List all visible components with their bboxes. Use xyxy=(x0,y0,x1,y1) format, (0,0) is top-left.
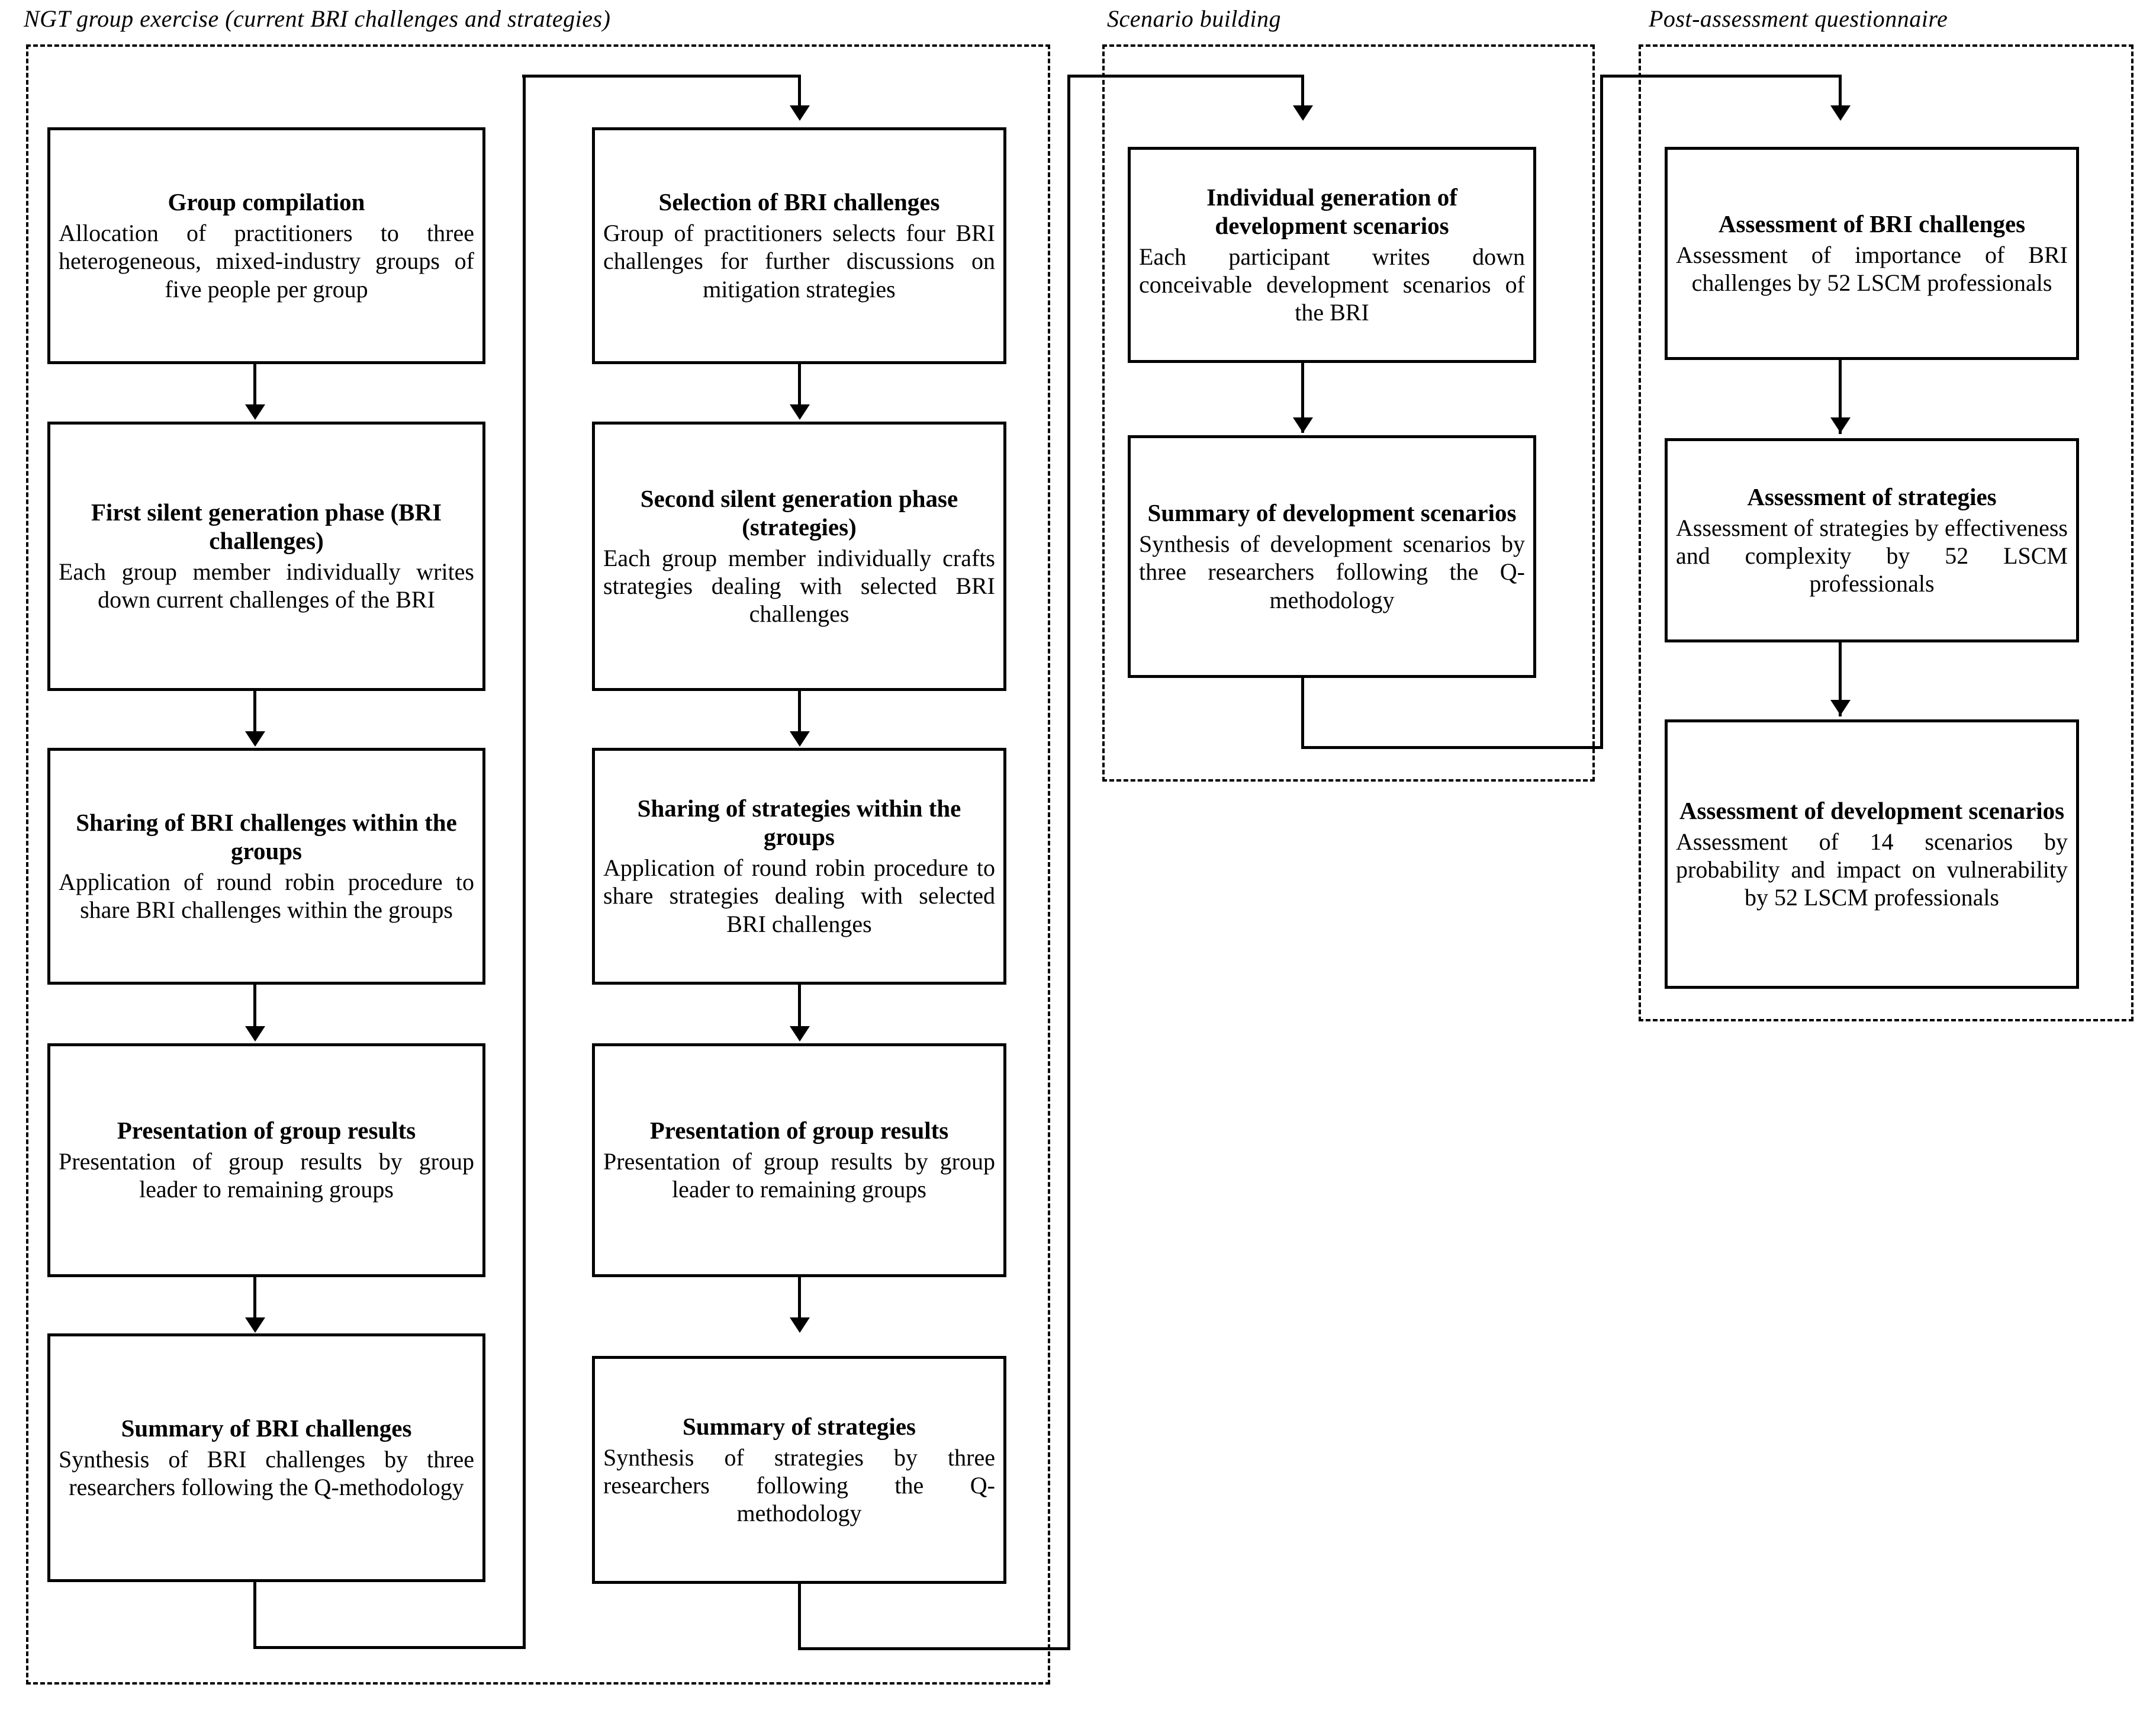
connector-arrow xyxy=(245,1026,265,1042)
connector-line-loop1-top xyxy=(523,75,801,78)
connector-arrow xyxy=(1293,417,1313,433)
box-title: Group compilation xyxy=(168,188,365,216)
dashed-group-ngt xyxy=(26,44,1050,1685)
connector-line-into-col3 xyxy=(1301,75,1304,114)
connector-arrow xyxy=(245,1317,265,1333)
section-title-ngt: NGT group exercise (current BRI challeng… xyxy=(24,5,611,32)
connector-arrow xyxy=(245,404,265,420)
dashed-group-post xyxy=(1639,44,2134,1021)
box-body: Synthesis of BRI challenges by three res… xyxy=(59,1445,474,1500)
box-title: Assessment of development scenarios xyxy=(1679,796,2065,824)
connector-line-loop3-top xyxy=(1600,75,1842,78)
box-body: Allocation of practitioners to three het… xyxy=(59,220,474,303)
connector-line xyxy=(798,364,801,412)
box-title: Sharing of BRI challenges within the gro… xyxy=(76,808,457,864)
box-presentation-group-results-2: Presentation of group results Presentati… xyxy=(592,1043,1006,1277)
connector-line xyxy=(798,985,801,1035)
connector-arrow xyxy=(1830,105,1851,121)
box-summary-bri-challenges: Summary of BRI challenges Synthesis of B… xyxy=(47,1333,485,1582)
box-title: First silent generation phase (BRI chall… xyxy=(91,499,442,555)
box-group-compilation: Group compilation Allocation of practiti… xyxy=(47,127,485,364)
connector-arrow xyxy=(1830,417,1851,433)
box-body: Each group member individually writes do… xyxy=(59,558,474,613)
box-presentation-group-results-1: Presentation of group results Presentati… xyxy=(47,1043,485,1277)
box-individual-generation-scenarios: Individual generation of development sce… xyxy=(1128,147,1536,363)
box-assessment-strategies: Assessment of strategies Assessment of s… xyxy=(1665,438,2079,642)
connector-line xyxy=(253,1277,256,1328)
connector-line xyxy=(798,1277,801,1328)
box-first-silent-generation: First silent generation phase (BRI chall… xyxy=(47,422,485,691)
connector-line-loop3-up xyxy=(1600,75,1603,749)
connector-arrow xyxy=(245,731,265,747)
box-title: Individual generation of development sce… xyxy=(1206,183,1457,239)
section-title-post: Post-assessment questionnaire xyxy=(1649,5,1948,32)
box-sharing-bri-challenges: Sharing of BRI challenges within the gro… xyxy=(47,748,485,985)
box-body: Assessment of strategies by effectivenes… xyxy=(1676,514,2068,597)
box-body: Each participant writes down conceivable… xyxy=(1139,243,1525,326)
connector-line-loop3-right xyxy=(1301,746,1603,749)
box-body: Presentation of group results by group l… xyxy=(603,1148,995,1203)
box-body: Presentation of group results by group l… xyxy=(59,1148,474,1203)
box-body: Assessment of 14 scenarios by probabilit… xyxy=(1676,828,2068,911)
connector-line xyxy=(798,691,801,738)
box-selection-bri-challenges: Selection of BRI challenges Group of pra… xyxy=(592,127,1006,364)
connector-arrow xyxy=(790,1317,810,1333)
box-title: Assessment of strategies xyxy=(1747,483,1997,510)
box-body: Synthesis of development scenarios by th… xyxy=(1139,531,1525,613)
connector-line xyxy=(253,691,256,738)
box-title: Assessment of BRI challenges xyxy=(1718,210,2026,237)
box-body: Application of round robin procedure to … xyxy=(59,868,474,923)
connector-line-loop1-down xyxy=(253,1582,256,1648)
connector-line-loop2-down xyxy=(798,1584,801,1650)
connector-arrow xyxy=(790,731,810,747)
connector-line xyxy=(1839,360,1842,434)
dashed-group-scenario xyxy=(1102,44,1595,782)
connector-line xyxy=(253,364,256,412)
box-title: Selection of BRI challenges xyxy=(658,188,940,216)
box-title: Summary of BRI challenges xyxy=(121,1414,412,1442)
connector-arrow xyxy=(790,404,810,420)
connector-line-loop1-up xyxy=(523,75,526,1648)
connector-line-loop1-right xyxy=(253,1646,526,1649)
box-body: Each group member individually crafts st… xyxy=(603,544,995,628)
box-assessment-bri-challenges: Assessment of BRI challenges Assessment … xyxy=(1665,147,2079,360)
connector-arrow xyxy=(790,105,810,121)
connector-line-loop2-up xyxy=(1067,75,1070,1650)
connector-line xyxy=(1839,642,1842,716)
connector-line-into-col2 xyxy=(798,75,801,114)
connector-line-loop3-down xyxy=(1301,678,1304,749)
box-sharing-strategies: Sharing of strategies within the groups … xyxy=(592,748,1006,985)
box-title: Summary of strategies xyxy=(683,1412,916,1440)
connector-line xyxy=(1301,363,1304,433)
box-summary-development-scenarios: Summary of development scenarios Synthes… xyxy=(1128,435,1536,678)
box-second-silent-generation: Second silent generation phase (strategi… xyxy=(592,422,1006,691)
box-body: Application of round robin procedure to … xyxy=(603,854,995,937)
box-body: Assessment of importance of BRI challeng… xyxy=(1676,241,2068,296)
box-title: Second silent generation phase (strategi… xyxy=(640,484,958,541)
box-body: Group of practitioners selects four BRI … xyxy=(603,220,995,303)
connector-line-into-col4 xyxy=(1839,75,1842,114)
connector-arrow xyxy=(790,1026,810,1042)
connector-line-loop2-top xyxy=(1067,75,1304,78)
connector-arrow xyxy=(1830,700,1851,715)
section-title-scenario: Scenario building xyxy=(1107,5,1282,32)
box-summary-strategies: Summary of strategies Synthesis of strat… xyxy=(592,1356,1006,1584)
connector-arrow xyxy=(1293,105,1313,121)
box-title: Sharing of strategies within the groups xyxy=(637,795,961,851)
connector-line xyxy=(253,985,256,1035)
connector-line-loop2-right xyxy=(798,1647,1070,1650)
box-title: Presentation of group results xyxy=(649,1117,949,1145)
box-assessment-development-scenarios: Assessment of development scenarios Asse… xyxy=(1665,719,2079,989)
box-body: Synthesis of strategies by three researc… xyxy=(603,1444,995,1527)
box-title: Presentation of group results xyxy=(117,1117,416,1145)
box-title: Summary of development scenarios xyxy=(1147,499,1517,527)
